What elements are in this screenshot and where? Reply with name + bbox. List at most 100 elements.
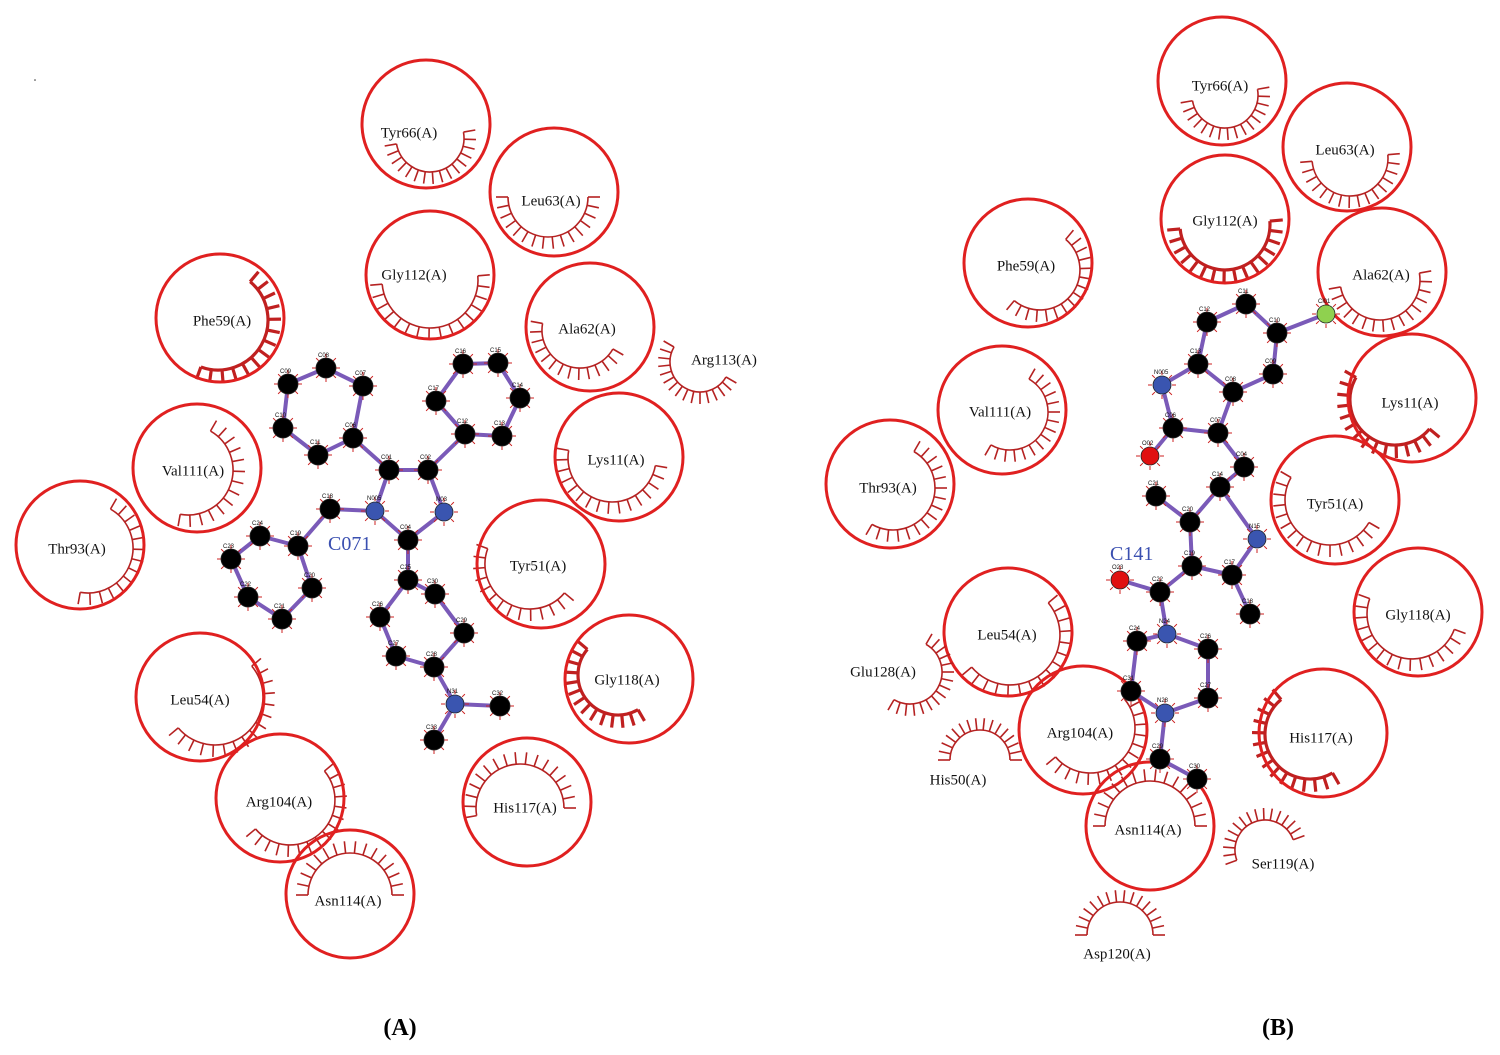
atom-n15: N15 [1243,524,1271,553]
atom-c26: C26 [366,602,394,631]
atom-c15: C15 [484,348,512,377]
residue-val111a-label: Val111(A) [969,404,1031,420]
atom-c-sphere [454,423,476,445]
residue-asn114a: Asn114(A) [1084,760,1216,892]
atom-c-sphere [1162,417,1184,439]
residue-thr93a: Thr93(A) [824,418,956,550]
residue-his50a: His50(A) [930,718,1022,788]
atom-label: C11 [1238,289,1249,295]
atom-c-sphere [307,444,329,466]
atom-c30: C30 [421,579,449,608]
atom-n-sphere [1155,703,1175,723]
residue-gly118a-circle [1352,546,1484,678]
residue-ala62a-circle [524,261,656,393]
atom-label: C16 [455,349,467,355]
atom-n-sphere [1152,375,1172,395]
atom-c28: C28 [420,652,448,681]
residue-thr93a-contact-arc [77,498,146,605]
atom-c09: C09 [274,369,302,398]
residue-thr93a-label: Thr93(A) [48,541,105,557]
atom-c17: C17 [1218,560,1246,589]
residue-tyr51a-circle [475,498,607,630]
atom-c-sphere [220,548,242,570]
atom-label: C19 [1184,551,1196,557]
residue-phe59a-circle [154,252,286,384]
atom-label: C27 [1200,683,1212,689]
atom-c19: C19 [1178,551,1206,580]
residue-his50a-contact-arc [938,718,1022,761]
residue-tyr66a-contact-arc [1180,86,1271,140]
residue-gly118a: Gly118(A) [1352,546,1484,678]
ligand-c141: C12C11Cl01C13C10N005C09C08C06C07O02C04C2… [1106,289,1340,793]
residue-arg104a-label: Arg104(A) [246,794,312,810]
bond [1218,485,1259,541]
atom-c18: C18 [316,494,344,523]
atom-c-sphere [277,373,299,395]
residue-his117a: His117(A) [461,736,593,868]
residue-thr93a: Thr93(A) [14,479,146,611]
residue-val111a: Val111(A) [131,402,263,534]
atom-label: C24 [252,521,264,527]
residue-asn114a-circle [284,828,416,960]
atom-label: O23 [1112,565,1124,571]
atom-c-sphere [315,357,337,379]
atom-c12: C12 [1193,307,1221,336]
residue-gly118a-contact-arc [1355,593,1466,671]
atom-c-sphere [271,608,293,630]
atom-c06: C06 [1159,413,1187,442]
atom-c27: C27 [1194,683,1222,712]
atom-label: C30 [1189,764,1201,770]
atom-c16: C16 [449,349,477,378]
atom-c-sphere [1239,603,1261,625]
atom-label: C11 [310,440,321,446]
atom-c31: C31 [1117,676,1145,705]
residue-tyr51a-circle [1269,434,1401,566]
residue-ala62a-contact-arc [530,320,624,381]
atom-label: N03 [436,497,448,503]
atom-c11: C11 [304,440,332,469]
atom-c-sphere [1120,680,1142,702]
atom-c18: C18 [1236,599,1264,628]
residue-tyr66a-circle [1156,15,1288,147]
panel-b-label: (B) [1262,1015,1294,1041]
residue-lys11a: Lys11(A) [1337,332,1478,464]
atom-c-sphere [1149,748,1171,770]
atom-c12: C12 [451,419,479,448]
atom-c-sphere [385,645,407,667]
ligand-name: C071 [328,533,371,555]
residue-leu54a-label: Leu54(A) [977,627,1036,643]
panel-a: Tyr66(A)Leu63(A)Gly112(A)Phe59(A)Ala62(A… [14,58,757,960]
residue-leu63a-label: Leu63(A) [1315,142,1374,158]
atom-c29: C29 [1146,744,1174,773]
residue-phe59a-contact-arc [1005,229,1092,322]
residue-lys11a-circle [1346,332,1478,464]
atom-label: C12 [457,419,469,425]
atom-c14: C14 [1206,472,1234,501]
residue-ser119a: Ser119(A) [1223,807,1315,872]
atom-c-sphere [1233,456,1255,478]
residue-leu54a: Leu54(A) [134,631,275,763]
residue-leu63a-circle [488,126,620,258]
atom-c04: C04 [394,525,422,554]
atom-label: C08 [1225,377,1237,383]
residue-tyr66a-label: Tyr66(A) [381,125,437,141]
atom-c10: C10 [1263,318,1291,347]
residue-phe59a: Phe59(A) [154,252,286,384]
residue-glu128a-label: Glu128(A) [850,664,916,680]
residue-arg113a-contact-arc [658,340,737,404]
residue-tyr51a: Tyr51(A) [1269,434,1401,566]
residue-ser119a-contact-arc [1223,807,1305,866]
atom-label: C18 [1242,599,1254,605]
residue-leu54a-circle [942,566,1074,698]
atom-c-sphere [452,353,474,375]
residue-asn114a-contact-arc [296,841,404,896]
residue-leu54a: Leu54(A) [942,566,1074,698]
atom-label: C22 [240,582,252,588]
residue-ser119a-label: Ser119(A) [1252,856,1315,872]
atom-c-sphere [1145,485,1167,507]
residue-phe59a: Phe59(A) [962,197,1094,329]
atom-c32: C32 [486,691,514,720]
atom-c-sphere [1126,630,1148,652]
atom-c10: C10 [269,413,297,442]
atom-c-sphere [1196,311,1218,333]
